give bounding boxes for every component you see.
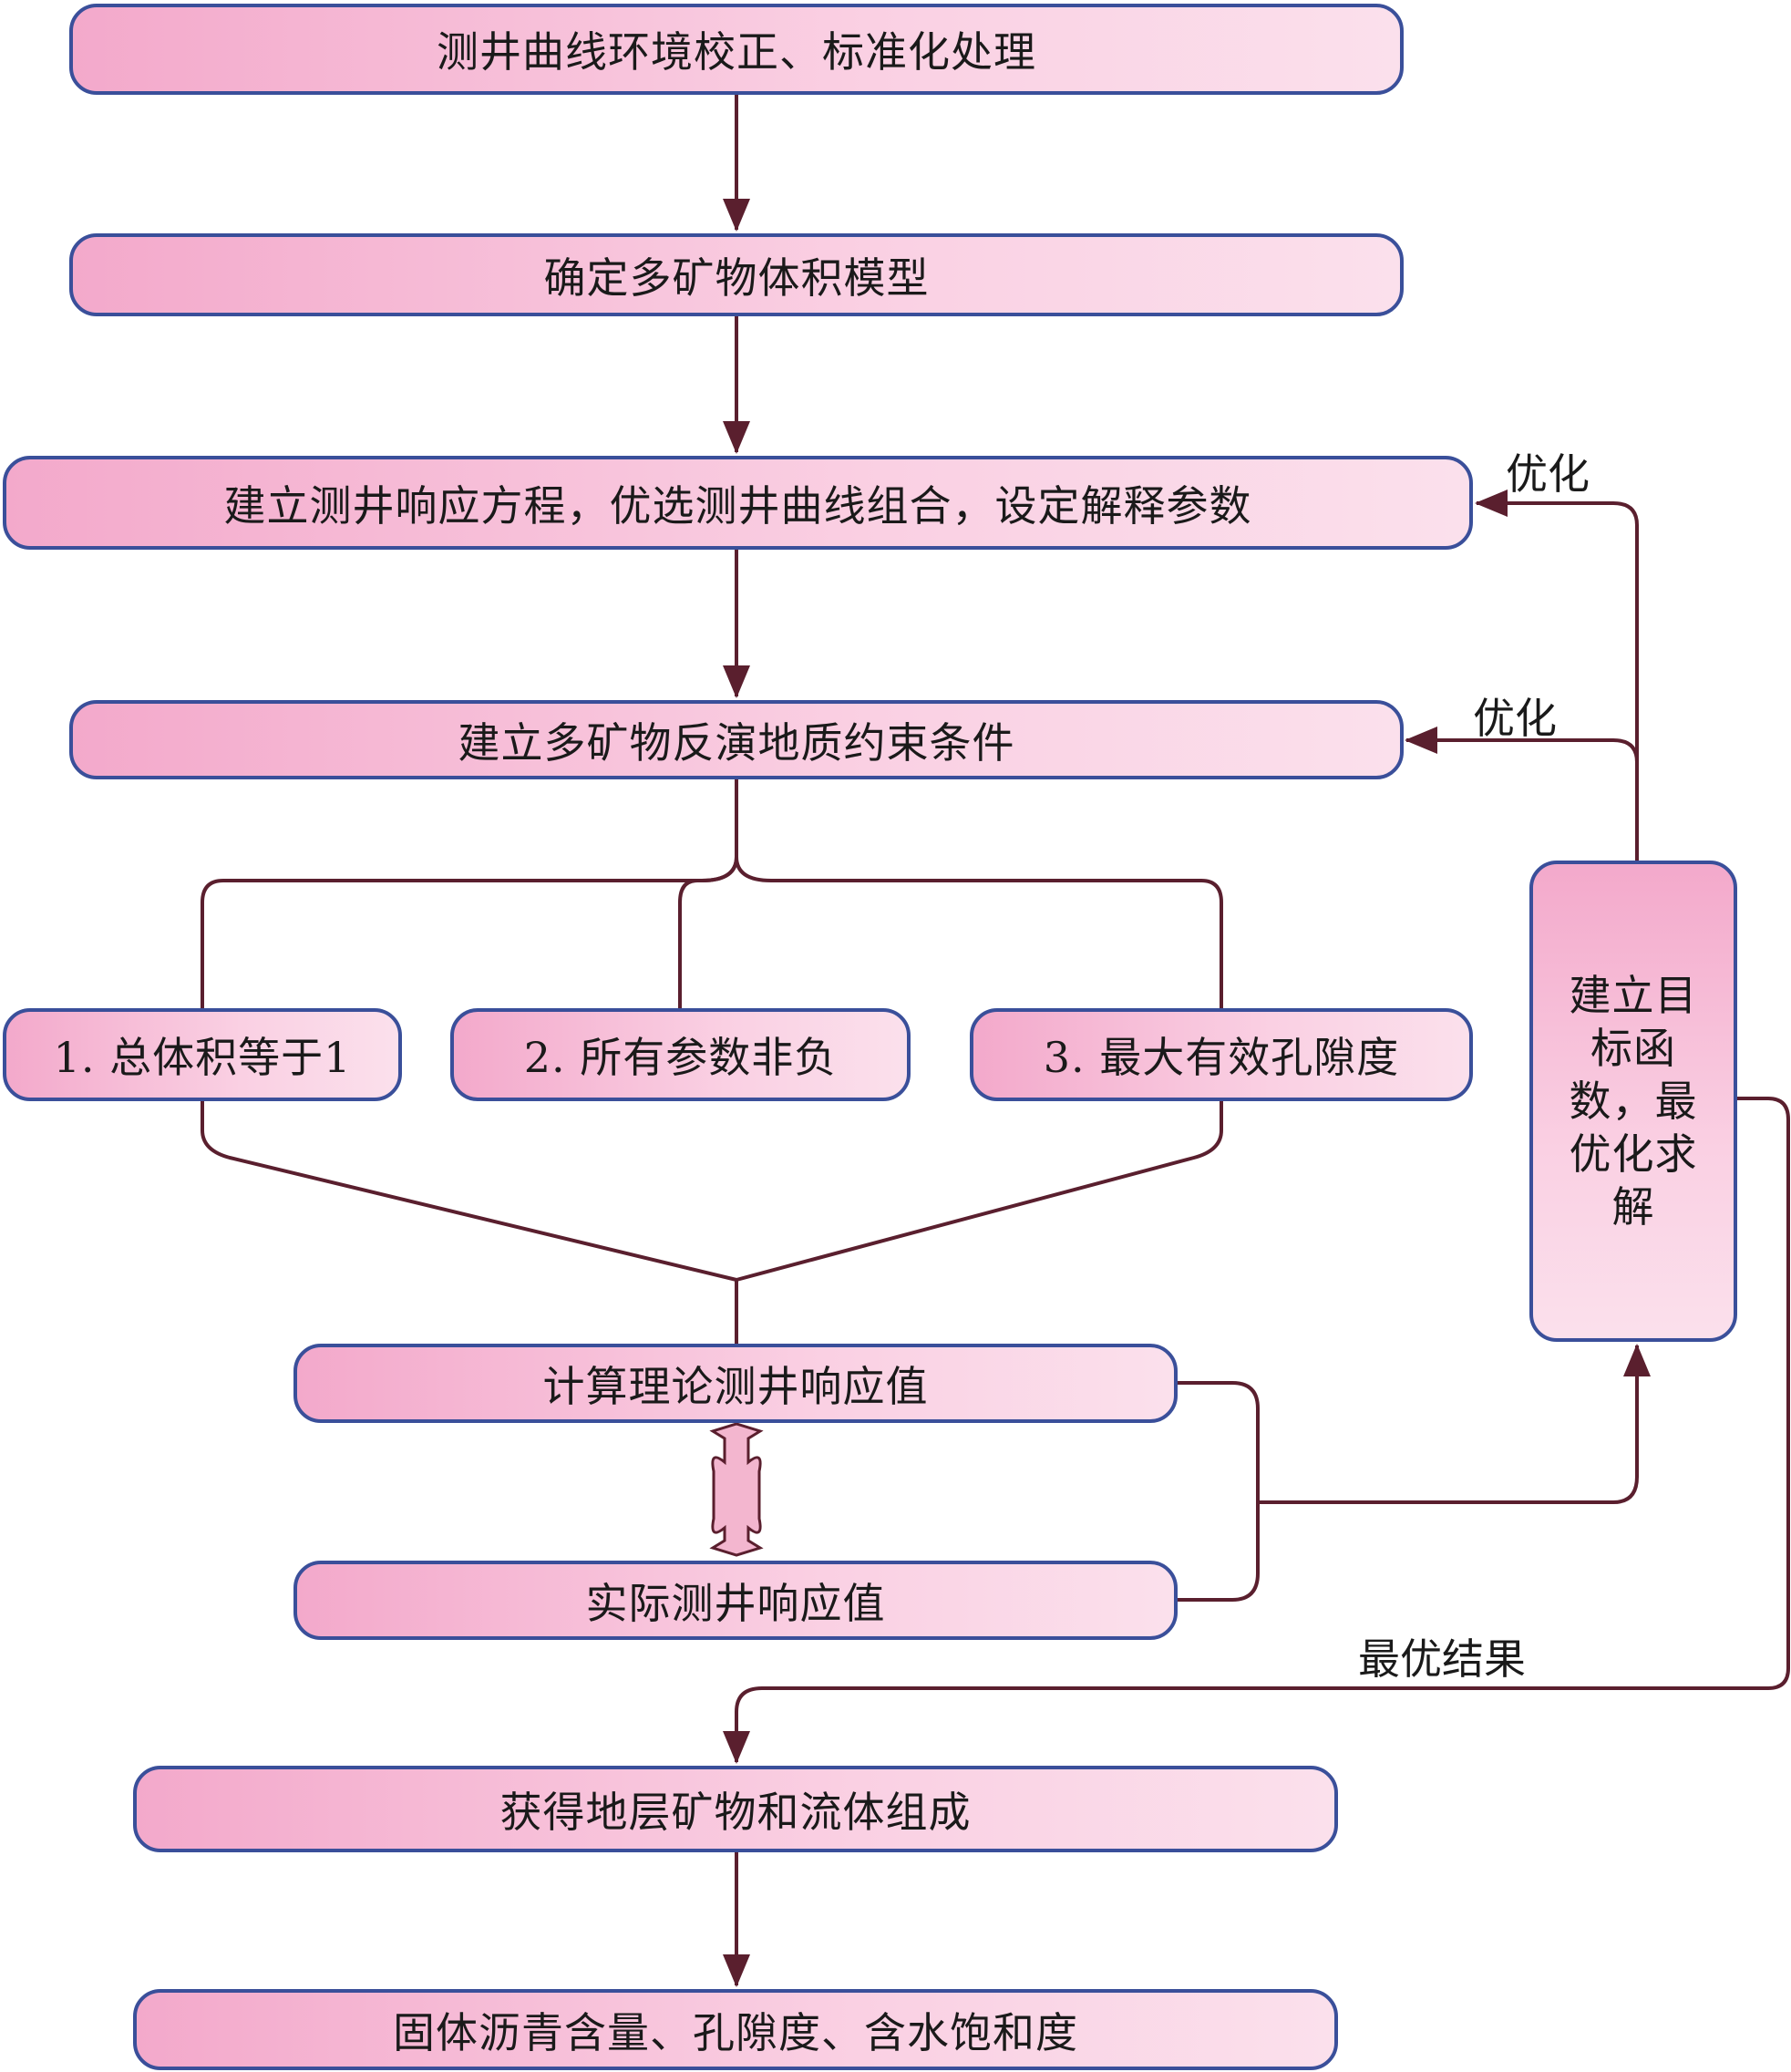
- step3-label: 建立测井响应方程，优选测井曲线组合，设定解释参数: [223, 480, 1252, 531]
- result1-label: 获得地层矿物和流体组成: [499, 1787, 972, 1837]
- best-result-label: 最优结果: [1358, 1634, 1526, 1684]
- calc-out: [1178, 1381, 1260, 1602]
- calc-label: 计算理论测井响应值: [542, 1361, 929, 1411]
- result2-label: 固体沥青含量、孔隙度、含水饱和度: [393, 2007, 1078, 2057]
- actual-box: 实际测井响应值: [293, 1561, 1178, 1640]
- objective-label: 建立目标函数，最优化求解: [1569, 971, 1698, 1232]
- optimize-label-lower: 优化: [1473, 694, 1557, 743]
- constraint3-label: 3. 最大有效孔隙度: [1043, 1033, 1400, 1082]
- opt-up-main: [1475, 490, 1639, 861]
- step1-label: 测井曲线环境校正、标准化处理: [437, 27, 1036, 77]
- actual-label: 实际测井响应值: [585, 1578, 886, 1628]
- step2-label: 确定多矿物体积模型: [543, 253, 930, 303]
- merge-left: [201, 1101, 737, 1282]
- branch-top-right: [735, 856, 1223, 1008]
- objective-box: 建立目标函数，最优化求解: [1529, 861, 1737, 1342]
- opt-up-lower: [1405, 727, 1639, 763]
- compare-double-arrow: [709, 1422, 764, 1557]
- constraint2-box: 2. 所有参数非负: [450, 1008, 911, 1101]
- constraint3-box: 3. 最大有效孔隙度: [970, 1008, 1473, 1101]
- optimize-label-upper: 优化: [1506, 449, 1590, 499]
- step4-label: 建立多矿物反演地质约束条件: [458, 717, 1015, 768]
- constraint1-label: 1. 总体积等于1: [53, 1033, 352, 1082]
- calc-box: 计算理论测井响应值: [293, 1344, 1178, 1423]
- to-objective: [1258, 1344, 1651, 1504]
- merge-right: [736, 1101, 1223, 1282]
- branch-top: [201, 779, 738, 1008]
- result1-box: 获得地层矿物和流体组成: [133, 1766, 1338, 1852]
- step3-box: 建立测井响应方程，优选测井曲线组合，设定解释参数: [3, 456, 1473, 550]
- step1-box: 测井曲线环境校正、标准化处理: [69, 4, 1404, 95]
- best-result-path: [723, 1097, 1790, 1764]
- constraint1-box: 1. 总体积等于1: [3, 1008, 402, 1101]
- result2-box: 固体沥青含量、孔隙度、含水饱和度: [133, 1989, 1338, 2070]
- branch-middle: [678, 856, 738, 1008]
- constraint2-label: 2. 所有参数非负: [523, 1033, 838, 1082]
- step4-box: 建立多矿物反演地质约束条件: [69, 700, 1404, 779]
- step2-box: 确定多矿物体积模型: [69, 233, 1404, 316]
